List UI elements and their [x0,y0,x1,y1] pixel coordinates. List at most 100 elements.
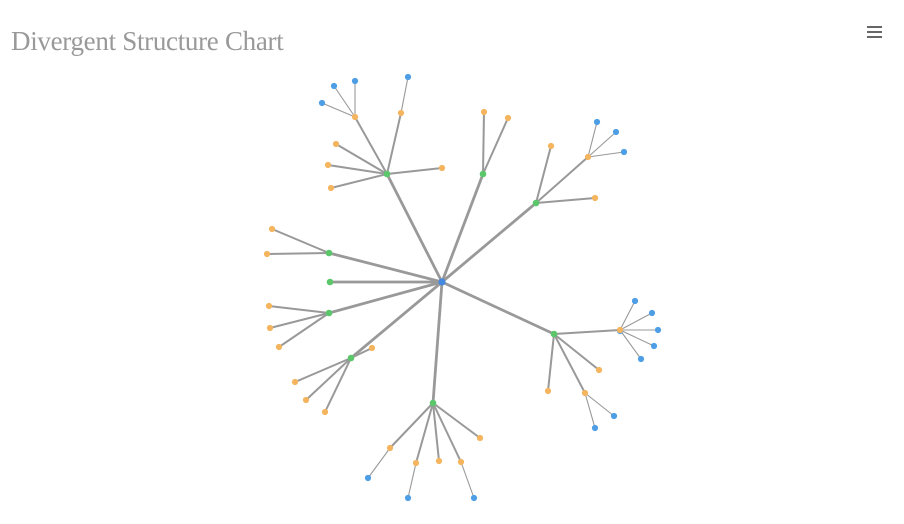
tree-node[interactable] [275,343,283,351]
tree-edge [619,312,653,331]
tree-node[interactable] [265,302,273,310]
tree-node[interactable] [327,184,335,192]
tree-node[interactable] [383,170,391,178]
tree-node[interactable] [593,118,601,126]
tree-node[interactable] [532,199,540,207]
tree-edge [535,156,589,204]
tree-node[interactable] [438,164,446,172]
tree-node[interactable] [412,459,420,467]
tree-node[interactable] [620,148,628,156]
tree-edge [431,281,444,404]
tree-node[interactable] [332,140,340,148]
tree-edge [354,116,388,175]
tree-node[interactable] [324,161,332,169]
tree-node[interactable] [351,77,359,85]
tree-edge [328,251,443,284]
tree-node[interactable] [351,113,359,121]
tree-edge [385,173,444,283]
tree-edge [367,447,391,479]
tree-edge [547,333,555,392]
tree-node[interactable] [616,326,624,334]
tree-edge [415,402,434,464]
tree-edge [584,392,596,429]
tree-node[interactable] [595,366,603,374]
root-node[interactable] [438,278,446,286]
tree-node[interactable] [476,434,484,442]
tree-node[interactable] [612,128,620,136]
tree-edge [305,357,352,401]
tree-node[interactable] [429,399,437,407]
tree-node[interactable] [397,109,405,117]
tree-edge [440,173,485,283]
tree-node[interactable] [291,378,299,386]
tree-edge [432,402,462,463]
tree-edge [441,280,555,336]
tree-edge [268,305,330,314]
tree-edge [321,102,356,118]
tree-node[interactable] [325,309,333,317]
tree-node[interactable] [263,250,271,258]
tree-node[interactable] [470,494,478,502]
tree-node[interactable] [321,408,329,416]
tree-node[interactable] [457,458,465,466]
tree-edge [535,197,596,204]
tree-edge [584,392,615,417]
tree-node[interactable] [318,99,326,107]
tree-edge [294,357,352,383]
tree-node[interactable] [654,326,662,334]
tree-node[interactable] [364,474,372,482]
tree-edge [324,357,352,413]
tree-edge [278,312,330,348]
tree-edge [271,228,330,254]
tree-node[interactable] [550,330,558,338]
tree-edge [587,151,625,158]
tree-node[interactable] [591,424,599,432]
tree-node[interactable] [631,297,639,305]
menu-icon[interactable] [864,22,886,42]
tree-edge [432,402,440,462]
tree-node[interactable] [544,387,552,395]
tree-node[interactable] [325,249,333,257]
tree-node[interactable] [650,342,658,350]
tree-node[interactable] [504,114,512,122]
tree-node[interactable] [266,324,274,332]
tree-node[interactable] [347,354,355,362]
tree-edge [535,145,552,204]
tree-node[interactable] [302,396,310,404]
tree-node[interactable] [610,412,618,420]
tree-edge [386,112,402,175]
tree-edge [441,201,537,284]
tree-edge [407,462,417,499]
tree-node[interactable] [404,73,412,81]
tree-edge [266,252,330,255]
tree-edge [587,121,598,158]
tree-node[interactable] [581,389,589,397]
tree-edge [553,329,621,335]
tree-edge [619,329,642,360]
tree-node[interactable] [386,444,394,452]
tree-node[interactable] [648,309,656,317]
tree-node[interactable] [435,457,443,465]
tree-node[interactable] [404,494,412,502]
tree-node[interactable] [268,225,276,233]
tree-node[interactable] [330,82,338,90]
tree-edge [619,329,655,347]
tree-edge [389,402,434,449]
tree-node[interactable] [326,278,334,286]
tree-edge [327,164,388,175]
tree-node[interactable] [368,344,376,352]
tree-node[interactable] [479,170,487,178]
tree-edge [386,167,443,175]
tree-node[interactable] [584,153,592,161]
tree-node[interactable] [480,108,488,116]
tree-edge [269,312,330,329]
tree-node[interactable] [591,194,599,202]
tree-node[interactable] [547,142,555,150]
tree-edge [432,402,481,439]
tree-edge [553,333,600,371]
tree-edge [400,76,409,114]
tree-edge [482,111,485,175]
tree-node[interactable] [637,355,645,363]
tree-edge [587,131,617,158]
